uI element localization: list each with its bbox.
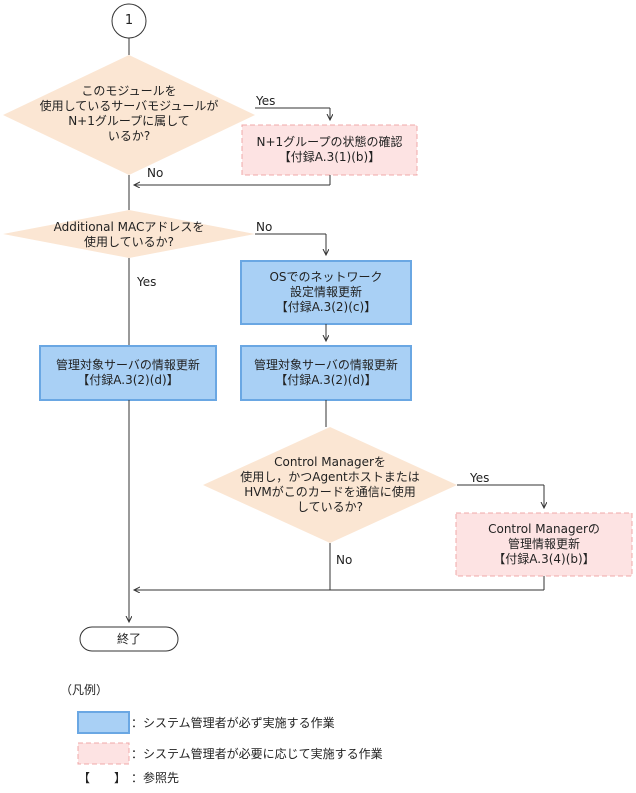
box-text-line: 管理対象サーバの情報更新 xyxy=(254,358,398,372)
box-os-network-update xyxy=(240,260,412,325)
decision-text-line: いるか? xyxy=(107,129,151,143)
box-managed-server-update-left-text: 管理対象サーバの情報更新 【付録A.3(2)(d)】 xyxy=(40,358,216,388)
no-label-d1: No xyxy=(147,166,164,180)
decision-text-line: 使用しているか? xyxy=(83,235,174,249)
decision-control-manager-text: Control Managerを 使用し，かつAgentホストまたは HVMがこ… xyxy=(220,455,440,515)
decision-n1-group xyxy=(3,55,255,175)
legend-optional-swatch xyxy=(77,742,130,765)
decision-text-line: 使用し，かつAgentホストまたは xyxy=(240,470,420,484)
box-n1-group-status-text: N+1グループの状態の確認 【付録A.3(1)(b)】 xyxy=(242,135,417,165)
box-text-line: Control Managerの xyxy=(488,522,600,536)
box-managed-server-update-right xyxy=(240,345,412,401)
box-text-line: 【付録A.3(2)(d)】 xyxy=(77,373,179,387)
yes-label-d3: Yes xyxy=(470,471,490,485)
box-text-line: N+1グループの状態の確認 xyxy=(256,135,403,149)
box-text-line: 管理対象サーバの情報更新 xyxy=(56,358,200,372)
decision-n1-group-text: このモジュールを 使用しているサーバモジュールが N+1グループに属して いるか… xyxy=(29,84,229,144)
decision-text-line: HVMがこのカードを通信に使用 xyxy=(244,485,416,499)
legend-reference-bracket: 【 】 xyxy=(78,771,127,785)
box-managed-server-update-right-text: 管理対象サーバの情報更新 【付録A.3(2)(d)】 xyxy=(241,358,411,388)
decision-text-line: しているか? xyxy=(296,500,363,514)
decision-text-line: このモジュールを xyxy=(81,84,177,98)
box-text-line: 【付録A.3(2)(c)】 xyxy=(275,300,377,314)
legend-required-swatch xyxy=(77,711,130,734)
start-connector-label: 1 xyxy=(124,13,134,28)
box-os-network-update-text: OSでのネットワーク 設定情報更新 【付録A.3(2)(c)】 xyxy=(241,270,411,315)
box-managed-server-update-left xyxy=(39,345,217,401)
decision-text-line: N+1グループに属して xyxy=(68,114,190,128)
box-text-line: OSでのネットワーク xyxy=(269,270,383,284)
yes-label-d1: Yes xyxy=(256,94,276,108)
decision-text-line: Control Managerを xyxy=(274,455,386,469)
no-label-d2: No xyxy=(256,220,273,234)
end-terminator xyxy=(79,626,179,652)
legend-reference-text: ：参照先 xyxy=(131,771,180,785)
box-control-manager-update-text: Control Managerの 管理情報更新 【付録A.3(4)(b)】 xyxy=(456,522,632,567)
box-text-line: 管理情報更新 xyxy=(507,537,580,551)
decision-additional-mac xyxy=(3,210,255,258)
legend-required-text: ：システム管理者が必ず実施する作業 xyxy=(131,716,335,730)
box-text-line: 【付録A.3(1)(b)】 xyxy=(278,150,381,164)
box-text-line: 【付録A.3(4)(b)】 xyxy=(493,552,595,566)
box-n1-group-status xyxy=(241,124,418,176)
legend-optional-text: ：システム管理者が必要に応じて実施する作業 xyxy=(131,747,383,761)
decision-text-line: Additional MACアドレスを xyxy=(53,220,205,234)
decision-additional-mac-text: Additional MACアドレスを 使用しているか? xyxy=(19,220,239,250)
end-terminator-label: 終了 xyxy=(116,632,141,646)
legend-heading: （凡例） xyxy=(60,683,109,697)
no-label-d3: No xyxy=(336,553,353,567)
box-text-line: 【付録A.3(2)(d)】 xyxy=(275,373,377,387)
box-control-manager-update xyxy=(455,512,633,577)
box-text-line: 設定情報更新 xyxy=(289,285,362,299)
decision-control-manager xyxy=(203,427,457,543)
yes-label-d2: Yes xyxy=(137,275,157,289)
decision-text-line: 使用しているサーバモジュールが xyxy=(39,99,219,113)
